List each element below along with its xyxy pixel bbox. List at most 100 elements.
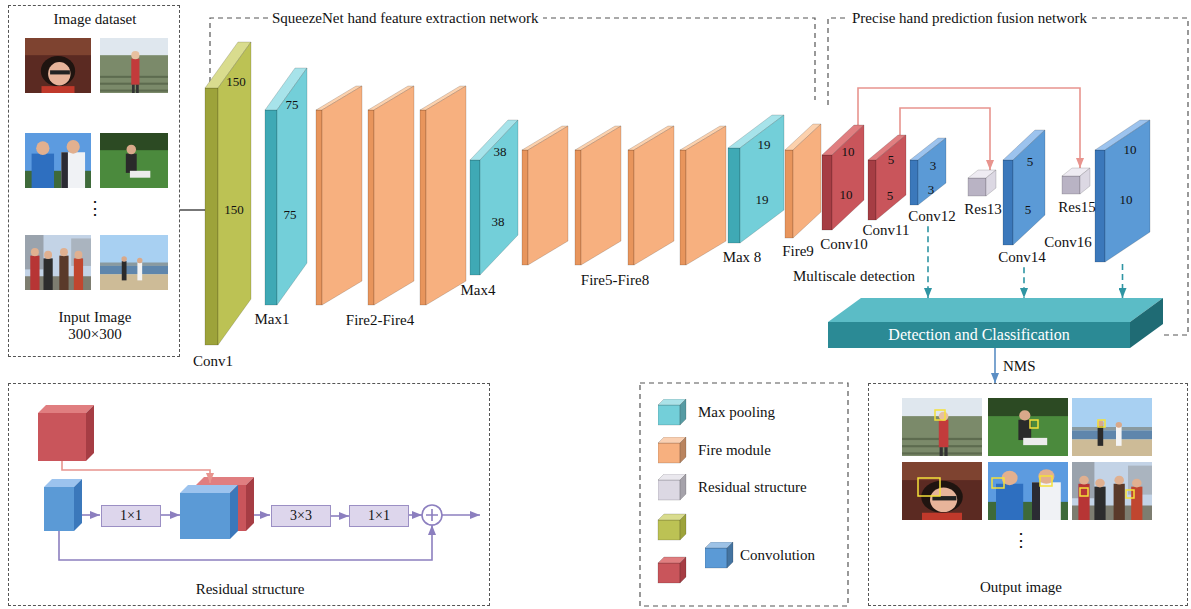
swatch-front bbox=[658, 405, 680, 425]
dimension-number: 19 bbox=[756, 193, 769, 207]
connector bbox=[927, 226, 929, 298]
block-faces bbox=[785, 124, 821, 238]
residual-art bbox=[38, 405, 480, 560]
section-title: SqueezeNet hand feature extraction netwo… bbox=[268, 10, 543, 27]
block-faces bbox=[868, 135, 906, 220]
slab-front bbox=[828, 322, 1130, 348]
dimension-number: 75 bbox=[284, 208, 297, 222]
layer-block: Res15 bbox=[1062, 168, 1090, 194]
output-photos bbox=[988, 398, 1068, 456]
residual-art bbox=[74, 479, 82, 531]
block-front bbox=[968, 178, 986, 196]
group-label: Fire2-Fire4 bbox=[346, 312, 414, 329]
layer-block: 1010Conv10 bbox=[822, 125, 864, 230]
node-text: Detection and Classification bbox=[888, 326, 1069, 344]
block-faces bbox=[910, 138, 946, 205]
dimension-number: 5 bbox=[1027, 155, 1034, 169]
node-text: 3×3 bbox=[290, 508, 312, 523]
group-label: Fire5-Fire8 bbox=[581, 272, 649, 289]
node-text: Max 8 bbox=[723, 249, 762, 266]
dimension-number: 5 bbox=[887, 189, 894, 203]
block-shape bbox=[1095, 120, 1150, 262]
legend-cubes bbox=[658, 514, 686, 583]
fire-blocks bbox=[575, 150, 581, 265]
dimension-number: 19 bbox=[758, 138, 771, 152]
node-text: 1×1 bbox=[120, 508, 142, 523]
fire-blocks bbox=[581, 126, 621, 265]
block-side bbox=[986, 170, 996, 196]
layer-block: 1919Max 8 bbox=[728, 115, 784, 243]
dimension-number: 10 bbox=[1124, 143, 1137, 157]
block-side bbox=[1013, 130, 1045, 245]
block-front bbox=[1003, 160, 1013, 245]
input-photos bbox=[100, 133, 168, 188]
residual-wires bbox=[442, 514, 480, 516]
node-text: 1×1 bbox=[368, 508, 390, 523]
node-text: Input Image 300×300 bbox=[45, 309, 145, 342]
input-photos bbox=[25, 235, 91, 290]
residual-art bbox=[196, 477, 254, 485]
swatch-faces bbox=[658, 437, 686, 463]
block-front bbox=[822, 155, 832, 230]
hand-boxes bbox=[918, 410, 1134, 498]
node-text: ⋮ bbox=[86, 199, 104, 219]
swatch-side bbox=[680, 437, 686, 463]
bracket-lines bbox=[828, 18, 1188, 335]
detection-slab: Detection and Classification bbox=[828, 298, 1163, 348]
node-text: Fire9 bbox=[782, 243, 814, 260]
edge-label: NMS bbox=[1003, 357, 1036, 374]
dimension-number: 10 bbox=[840, 188, 853, 202]
node-text: Res15 bbox=[1058, 199, 1096, 216]
dashed-panel: Image dataset ⋮ Input Image 300×300 bbox=[8, 5, 180, 357]
swatch-faces bbox=[705, 542, 733, 568]
swatch-side bbox=[727, 542, 733, 568]
connector bbox=[180, 209, 205, 211]
residual-art bbox=[38, 405, 94, 413]
hand-boxes bbox=[1030, 420, 1038, 428]
legend-frame bbox=[640, 383, 848, 606]
legend-swatch bbox=[658, 474, 688, 502]
dimension-number: 38 bbox=[494, 145, 507, 159]
legend-swatch bbox=[658, 437, 688, 465]
node-text: Conv1 bbox=[193, 353, 233, 370]
hand-boxes bbox=[992, 478, 1004, 488]
layer-block: Res13 bbox=[968, 170, 996, 196]
block-side bbox=[740, 115, 784, 243]
hand-boxes bbox=[1080, 488, 1088, 496]
dimension-number: 75 bbox=[286, 98, 299, 112]
dimension-number: 150 bbox=[224, 203, 244, 217]
residual-art bbox=[180, 493, 230, 539]
block-shape bbox=[868, 135, 906, 220]
connector bbox=[1023, 267, 1025, 298]
legend-cubes bbox=[658, 563, 680, 583]
block-shape bbox=[1003, 130, 1045, 245]
dimension-number: 150 bbox=[226, 75, 246, 89]
node-text: Image dataset bbox=[54, 11, 137, 28]
fire-blocks bbox=[686, 126, 726, 265]
block-side bbox=[1080, 168, 1090, 194]
block-faces bbox=[205, 42, 251, 345]
block-shape bbox=[822, 125, 864, 230]
connector bbox=[858, 88, 1080, 168]
operation-box: 1×1 bbox=[349, 505, 409, 527]
residual-art bbox=[86, 405, 94, 461]
block-side bbox=[480, 120, 518, 275]
node-text: Conv10 bbox=[820, 236, 868, 253]
hand-boxes bbox=[1126, 490, 1134, 498]
fire-blocks bbox=[426, 86, 466, 305]
residual-art bbox=[62, 461, 210, 483]
slab-side bbox=[1130, 298, 1163, 348]
block-faces bbox=[265, 68, 307, 305]
residual-art bbox=[422, 505, 442, 525]
layer-block: 7575Max1 bbox=[265, 68, 307, 305]
layer-block: 33Conv12 bbox=[910, 138, 946, 205]
legend-text: Max pooling bbox=[698, 404, 775, 421]
block-faces bbox=[968, 170, 996, 196]
block-faces bbox=[822, 125, 864, 230]
residual-art bbox=[44, 487, 74, 531]
block-shape bbox=[1062, 168, 1090, 194]
legend-swatch bbox=[658, 399, 688, 427]
block-side bbox=[218, 42, 251, 345]
swatch-faces bbox=[658, 399, 686, 425]
